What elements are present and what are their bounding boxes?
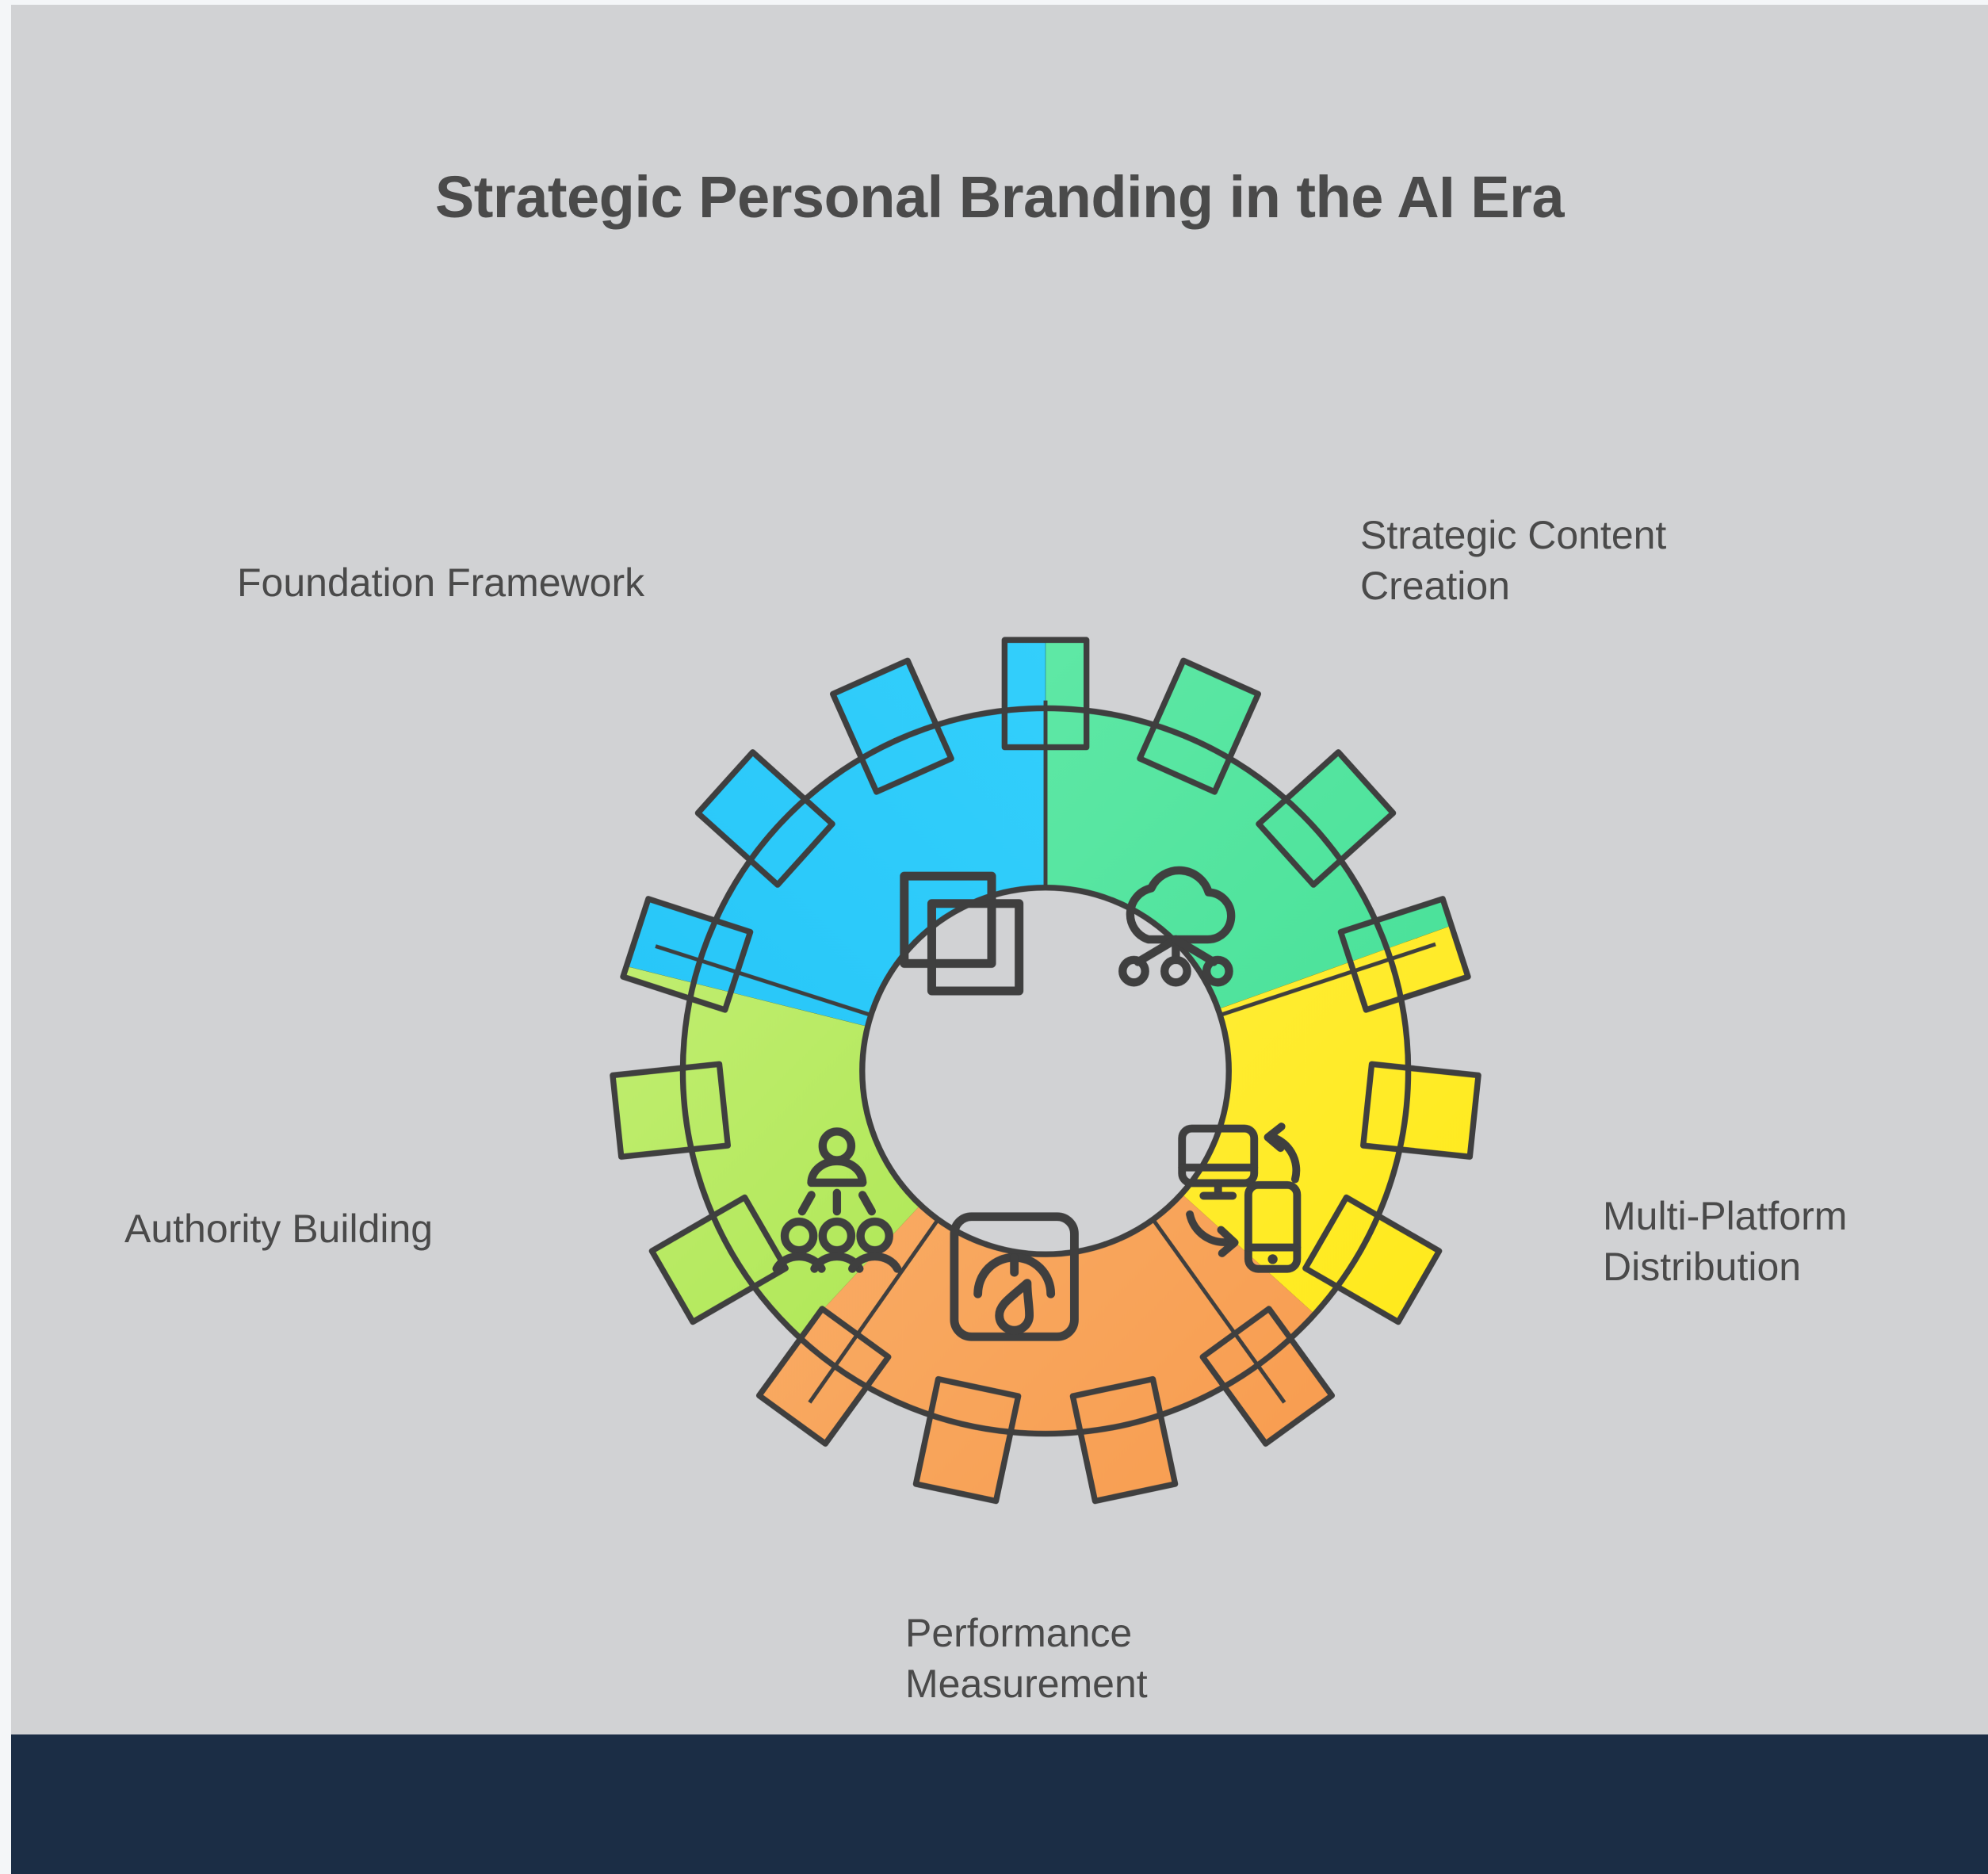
device-sync-icon: [1178, 1122, 1302, 1273]
segment-label-foundation: Foundation Framework: [237, 560, 645, 605]
cloud-network-icon: [1118, 866, 1236, 987]
gear-wheel-svg: [558, 583, 1533, 1558]
gear-body: [558, 583, 1533, 1558]
segment-label-performance: Performance Measurement: [905, 1611, 1148, 1706]
gauge-icon: [950, 1212, 1079, 1341]
gear-diagram: Foundation Framework Strategic Content C…: [11, 5, 1988, 1874]
segment-dividers: [655, 700, 1436, 1404]
segment-label-distribution: Multi-Platform Distribution: [1603, 1194, 1848, 1289]
org-hierarchy-icon: [772, 1127, 902, 1273]
segment-label-authority: Authority Building: [124, 1207, 434, 1251]
segment-label-content: Strategic Content Creation: [1360, 513, 1667, 608]
overlapping-squares-icon: [900, 871, 1024, 996]
footer-bar: [11, 1734, 1988, 1874]
page-title: Strategic Personal Branding in the AI Er…: [434, 164, 1565, 230]
